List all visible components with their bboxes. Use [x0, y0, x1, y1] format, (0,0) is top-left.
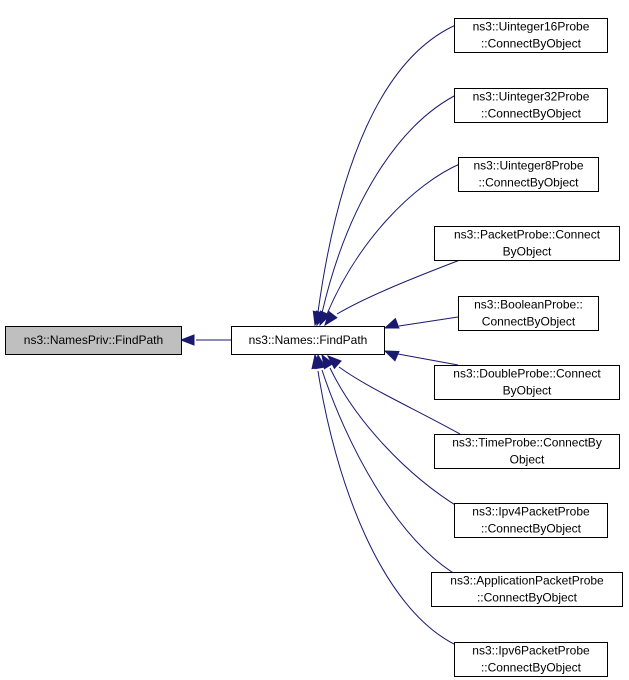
edge-packetprobe-to-names-findpath — [324, 259, 461, 327]
node-label-line: ByObject — [503, 245, 552, 259]
node-label-line: ::ConnectByObject — [478, 176, 579, 190]
node-box — [434, 365, 620, 400]
edge-doubleprobe-to-names-findpath — [383, 350, 459, 366]
node-label-line: ns3::Uinteger16Probe — [473, 20, 590, 34]
edge-ipv4packetprobe-to-names-findpath — [321, 353, 461, 509]
edge-uinteger16probe-to-names-findpath — [312, 23, 459, 327]
node-label-line: Object — [510, 453, 545, 467]
node-ipv4packetprobe[interactable]: ns3::Ipv4PacketProbe::ConnectByObject — [454, 503, 608, 538]
edge-ipv6packetprobe-to-names-findpath — [311, 353, 459, 647]
edge-line-uinteger8probe — [326, 162, 463, 315]
node-label-line: ::ConnectByObject — [477, 591, 578, 605]
node-label-line: ns3::Uinteger8Probe — [473, 159, 583, 173]
node-namespriv-findpath[interactable]: ns3::NamesPriv::FindPath — [5, 326, 182, 355]
edge-line-uinteger32probe — [321, 92, 461, 314]
node-timeprobe[interactable]: ns3::TimeProbe::ConnectByObject — [434, 434, 620, 469]
node-box — [454, 18, 608, 53]
node-label-line: ::ConnectByObject — [481, 107, 582, 121]
node-uinteger16probe[interactable]: ns3::Uinteger16Probe::ConnectByObject — [454, 18, 608, 53]
arrowhead-uinteger8probe — [319, 310, 331, 327]
node-uinteger32probe[interactable]: ns3::Uinteger32Probe::ConnectByObject — [454, 88, 608, 123]
node-label-line: ns3::Uinteger32Probe — [473, 90, 590, 104]
node-label-line: ns3::TimeProbe::ConnectBy — [452, 436, 602, 450]
node-label-line: ::ConnectByObject — [481, 661, 582, 675]
arrowhead-doubleprobe — [383, 350, 400, 362]
node-box — [454, 503, 608, 538]
nodes-layer: ns3::NamesPriv::FindPath ns3::Names::Find… — [5, 18, 623, 677]
edge-line-booleanprobe — [398, 316, 459, 327]
arrowhead-ipv4packetprobe — [321, 353, 334, 370]
arrowhead-names-findpath — [179, 334, 195, 346]
node-box — [454, 88, 608, 123]
node-names-findpath[interactable]: ns3::Names::FindPath — [231, 326, 385, 355]
edges-layer — [179, 23, 463, 647]
node-uinteger8probe[interactable]: ns3::Uinteger8Probe::ConnectByObject — [458, 157, 599, 192]
node-box — [454, 642, 608, 677]
node-box — [231, 326, 385, 355]
arrowhead-ipv6packetprobe — [311, 353, 323, 370]
node-box — [5, 326, 182, 355]
node-label-line: ns3::BooleanProbe:: — [474, 298, 583, 312]
node-box — [431, 572, 623, 607]
arrowhead-booleanprobe — [383, 317, 400, 329]
edge-line-timeprobe — [338, 366, 461, 435]
edge-line-uinteger16probe — [317, 23, 459, 313]
node-ipv6packetprobe[interactable]: ns3::Ipv6PacketProbe::ConnectByObject — [454, 642, 608, 677]
node-booleanprobe[interactable]: ns3::BooleanProbe::ConnectByObject — [458, 296, 599, 331]
node-box — [458, 157, 599, 192]
node-box — [434, 226, 620, 261]
node-packetprobe[interactable]: ns3::PacketProbe::ConnectByObject — [434, 226, 620, 261]
node-label-line: ::ConnectByObject — [481, 522, 582, 536]
node-label-line: ns3::ApplicationPacketProbe — [450, 574, 604, 588]
node-label-line: ConnectByObject — [482, 315, 576, 329]
node-label-line: ns3::Names::FindPath — [249, 333, 368, 347]
edge-uinteger8probe-to-names-findpath — [319, 162, 463, 327]
node-applicationpacketprobe[interactable]: ns3::ApplicationPacketProbe::ConnectByOb… — [431, 572, 623, 607]
edge-names-findpath-to-namespriv-findpath — [179, 334, 231, 346]
node-box — [434, 434, 620, 469]
node-label-line: ns3::Ipv4PacketProbe — [472, 505, 590, 519]
edge-line-ipv6packetprobe — [317, 370, 459, 647]
edge-line-doubleprobe — [397, 353, 459, 366]
arrowhead-packetprobe — [324, 310, 338, 327]
node-label-line: ByObject — [503, 384, 552, 398]
node-label-line: ::ConnectByObject — [481, 37, 582, 51]
node-label-line: ns3::Ipv6PacketProbe — [472, 644, 590, 658]
edge-booleanprobe-to-names-findpath — [383, 316, 459, 329]
node-box — [458, 296, 599, 331]
edge-line-applicationpacketprobe — [321, 369, 461, 578]
edge-line-packetprobe — [336, 259, 461, 315]
node-label-line: ns3::PacketProbe::Connect — [454, 228, 601, 242]
node-doubleprobe[interactable]: ns3::DoubleProbe::ConnectByObject — [434, 365, 620, 400]
edge-line-ipv4packetprobe — [329, 367, 461, 509]
node-label-line: ns3::DoubleProbe::Connect — [453, 367, 601, 381]
node-label-line: ns3::NamesPriv::FindPath — [24, 333, 163, 347]
